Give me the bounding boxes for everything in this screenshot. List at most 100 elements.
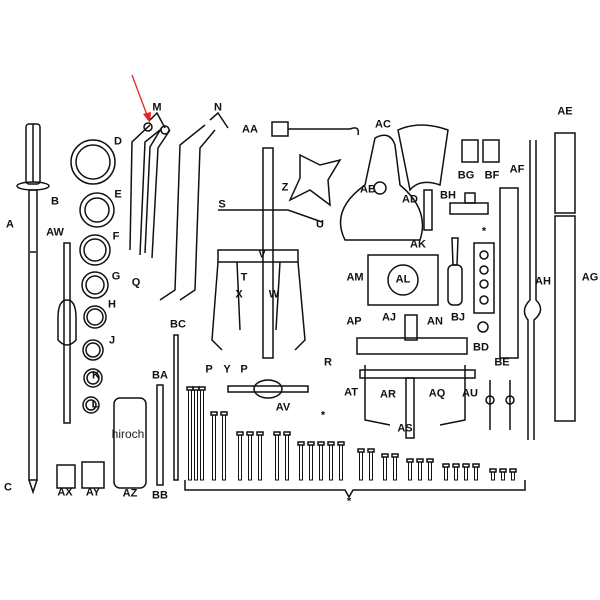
part-bg-bf [461,139,500,163]
bolt-head [297,441,305,446]
part-label: AE [557,105,573,118]
part-label: J [108,334,116,347]
part-label: V [258,248,266,261]
part-label: U [316,218,324,231]
part-label: AC [375,118,391,131]
part-label: H [108,298,116,311]
part-ad [397,124,449,231]
bolt [309,444,313,481]
part-label: S [218,198,226,211]
part-label: A [6,218,14,231]
part-label: * [346,495,352,508]
bolt [258,434,262,481]
part-label: AB [360,183,376,196]
bolt [275,434,279,481]
part-bh [449,192,489,215]
bolt-head [442,463,450,468]
bolt [491,471,495,481]
bolt-head [381,453,389,458]
watermark-text: hiroch [111,427,145,441]
m-leader [149,111,166,129]
bolt-head [220,411,228,416]
bolt [285,434,289,481]
part-an-puller [356,314,476,439]
bolt [319,444,323,481]
part-label: D [114,135,122,148]
bolt-head [273,431,281,436]
part-label: BH [440,189,456,202]
bolt [444,466,448,481]
part-label: AV [275,401,291,414]
bolt-set [186,386,517,481]
part-bj [447,237,463,306]
bolt-head [283,431,291,436]
part-label: E [114,188,122,201]
part-label: R [324,356,332,369]
highlight-arrow [131,74,151,123]
part-label: Q [131,276,141,289]
part-label: M [152,101,162,114]
part-label: * [320,409,326,422]
part-aa [271,121,360,137]
part-ak-al-separator [367,254,439,306]
bolt [474,466,478,481]
part-label: AS [397,422,413,435]
bolt-head [426,458,434,463]
part-label: BB [152,489,168,502]
part-label: AA [242,123,258,136]
part-az-handle [113,397,147,489]
bolt [248,434,252,481]
bolt-head [367,448,375,453]
bolt [329,444,333,481]
bolt-head [472,463,480,468]
part-label: AR [380,388,396,401]
part-ac-ab-plate [339,134,424,241]
part-label: BF [484,169,500,182]
part-a-rod [16,123,50,495]
bolt [464,466,468,481]
part-label: P [205,363,213,376]
part-label: AJ [381,311,397,324]
bolt-head [236,431,244,436]
bolt-head [406,458,414,463]
bolt-head [509,468,517,473]
bolt-head [337,441,345,446]
part-adapter-plate [473,242,495,333]
part-discs [70,139,116,414]
bolt-head [246,431,254,436]
part-label: BG [457,169,475,182]
part-label: X [235,288,243,301]
part-label: Z [281,181,289,194]
part-ax [56,464,76,489]
bolt [212,414,216,481]
part-label: BD [473,341,489,354]
part-z [288,153,342,207]
part-label: AK [410,238,426,251]
bolt [222,414,226,481]
part-label: B [51,195,59,208]
part-label: L [91,398,99,411]
bolt-head [186,386,194,391]
bolt [188,389,192,481]
part-label: AW [46,226,64,239]
part-label: AG [581,271,599,284]
part-label: AT [344,386,358,399]
bolt [359,451,363,481]
part-arms-m-n [129,122,216,301]
bolt-head [198,386,206,391]
bolt [339,444,343,481]
bolt-head [357,448,365,453]
bolt [428,461,432,481]
part-label: AY [85,486,101,499]
part-label: F [112,230,120,243]
bolt [299,444,303,481]
part-label: G [111,270,121,283]
bolt [393,456,397,481]
part-label: N [214,101,222,114]
part-label: BC [170,318,186,331]
part-bars-af-ah-ae-ag [499,132,576,440]
part-label: AN [427,315,443,328]
bolt [454,466,458,481]
